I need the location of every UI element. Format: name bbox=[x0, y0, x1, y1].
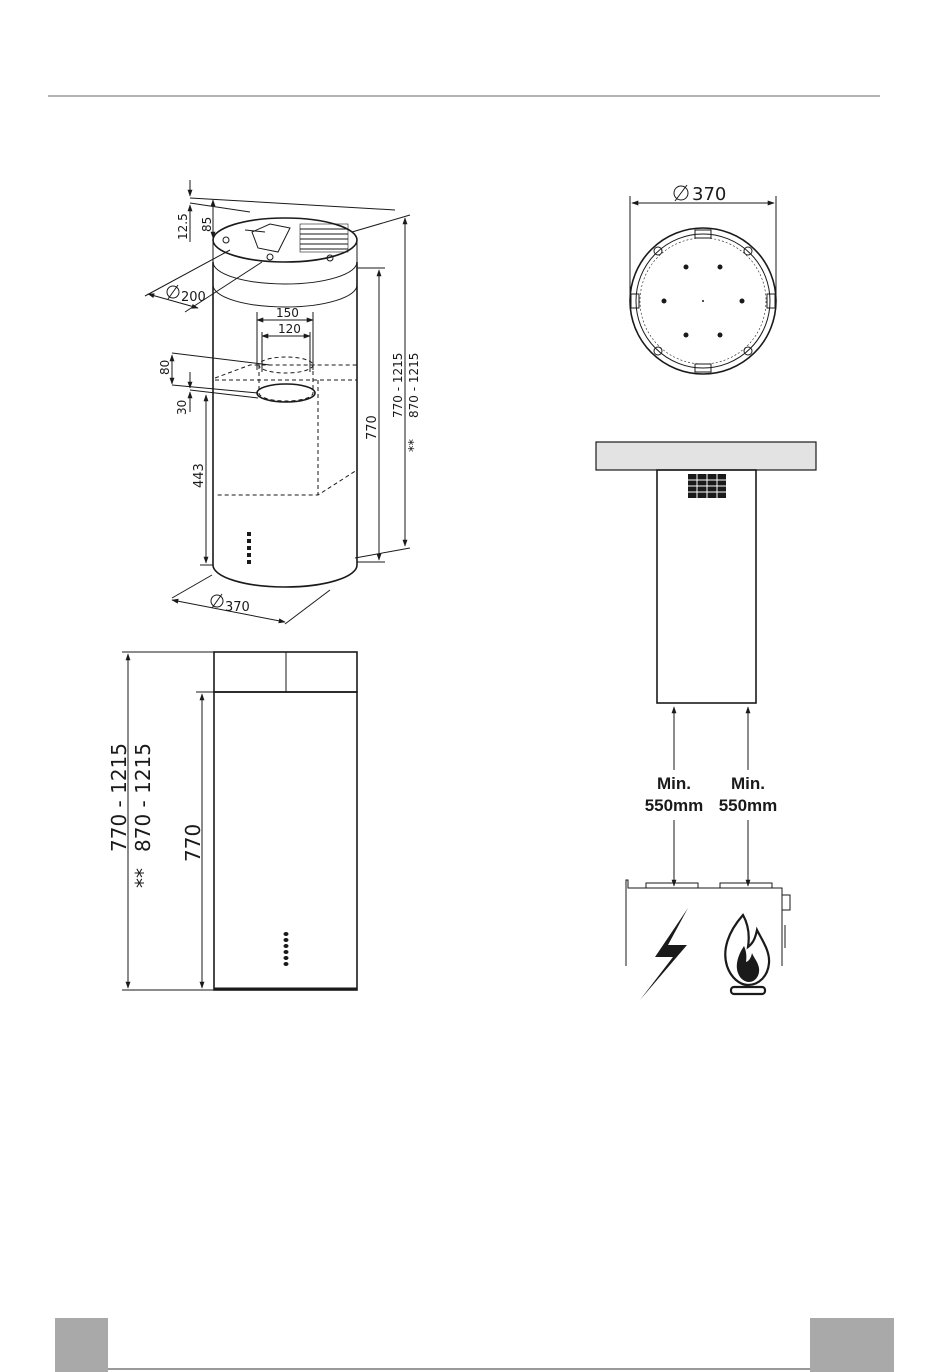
dim-range-870-1215-side: 870 - 1215 bbox=[131, 743, 155, 852]
iso-top-rim bbox=[213, 218, 357, 262]
dim-stars-side: ** bbox=[131, 868, 155, 888]
clearance-right-550: 550mm bbox=[719, 796, 778, 815]
side-view: 770 - 1215 870 - 1215 ** 770 bbox=[107, 652, 357, 990]
hood-vent-grille bbox=[688, 474, 726, 498]
dim-120: 120 bbox=[278, 322, 301, 336]
top-mount-holes bbox=[662, 265, 745, 338]
clearance-left-550: 550mm bbox=[645, 796, 704, 815]
ceiling bbox=[596, 442, 816, 470]
iso-control-buttons bbox=[247, 532, 251, 564]
dim-stars-iso: ** bbox=[407, 439, 422, 453]
dim-12-5: 12.5 bbox=[176, 213, 190, 240]
iso-outlet-bottom bbox=[257, 384, 315, 402]
iso-vent-grille bbox=[300, 224, 348, 252]
dim-30: 30 bbox=[175, 400, 189, 415]
dim-150: 150 bbox=[276, 306, 299, 320]
footer-tab-right bbox=[810, 1318, 894, 1372]
top-view: 370 bbox=[630, 184, 776, 374]
cooktop-burner-left bbox=[646, 883, 698, 888]
hood-body bbox=[657, 470, 756, 703]
iso-top-opening bbox=[252, 224, 290, 252]
install-view: Min. 550mm Min. 550mm bbox=[596, 442, 816, 1000]
dim-range-770-1215-side: 770 - 1215 bbox=[107, 743, 131, 852]
gas-hob-flame-icon bbox=[725, 915, 769, 994]
dim-dia-200: 200 bbox=[181, 290, 206, 305]
electric-hob-lightning-icon bbox=[640, 908, 688, 1000]
cooktop-burner-right bbox=[720, 883, 772, 888]
iso-view: 12.5 85 200 150 120 80 30 443 bbox=[145, 180, 422, 624]
cooktop-outline bbox=[626, 880, 782, 966]
dim-770-side: 770 bbox=[181, 824, 205, 862]
dim-443: 443 bbox=[192, 463, 207, 488]
side-control-buttons bbox=[284, 932, 289, 966]
clearance-left-min: Min. bbox=[657, 774, 691, 793]
dim-range-870-1215-iso: 870 - 1215 bbox=[407, 353, 421, 418]
dim-dia-370-top: 370 bbox=[692, 184, 726, 205]
dim-range-770-1215-iso: 770 - 1215 bbox=[391, 353, 405, 418]
dim-85: 85 bbox=[200, 217, 214, 232]
footer-tab-left bbox=[55, 1318, 108, 1372]
dim-770-iso: 770 bbox=[365, 415, 380, 440]
dim-80: 80 bbox=[158, 360, 172, 375]
dim-dia-370-iso: 370 bbox=[225, 600, 250, 615]
clearance-right-min: Min. bbox=[731, 774, 765, 793]
